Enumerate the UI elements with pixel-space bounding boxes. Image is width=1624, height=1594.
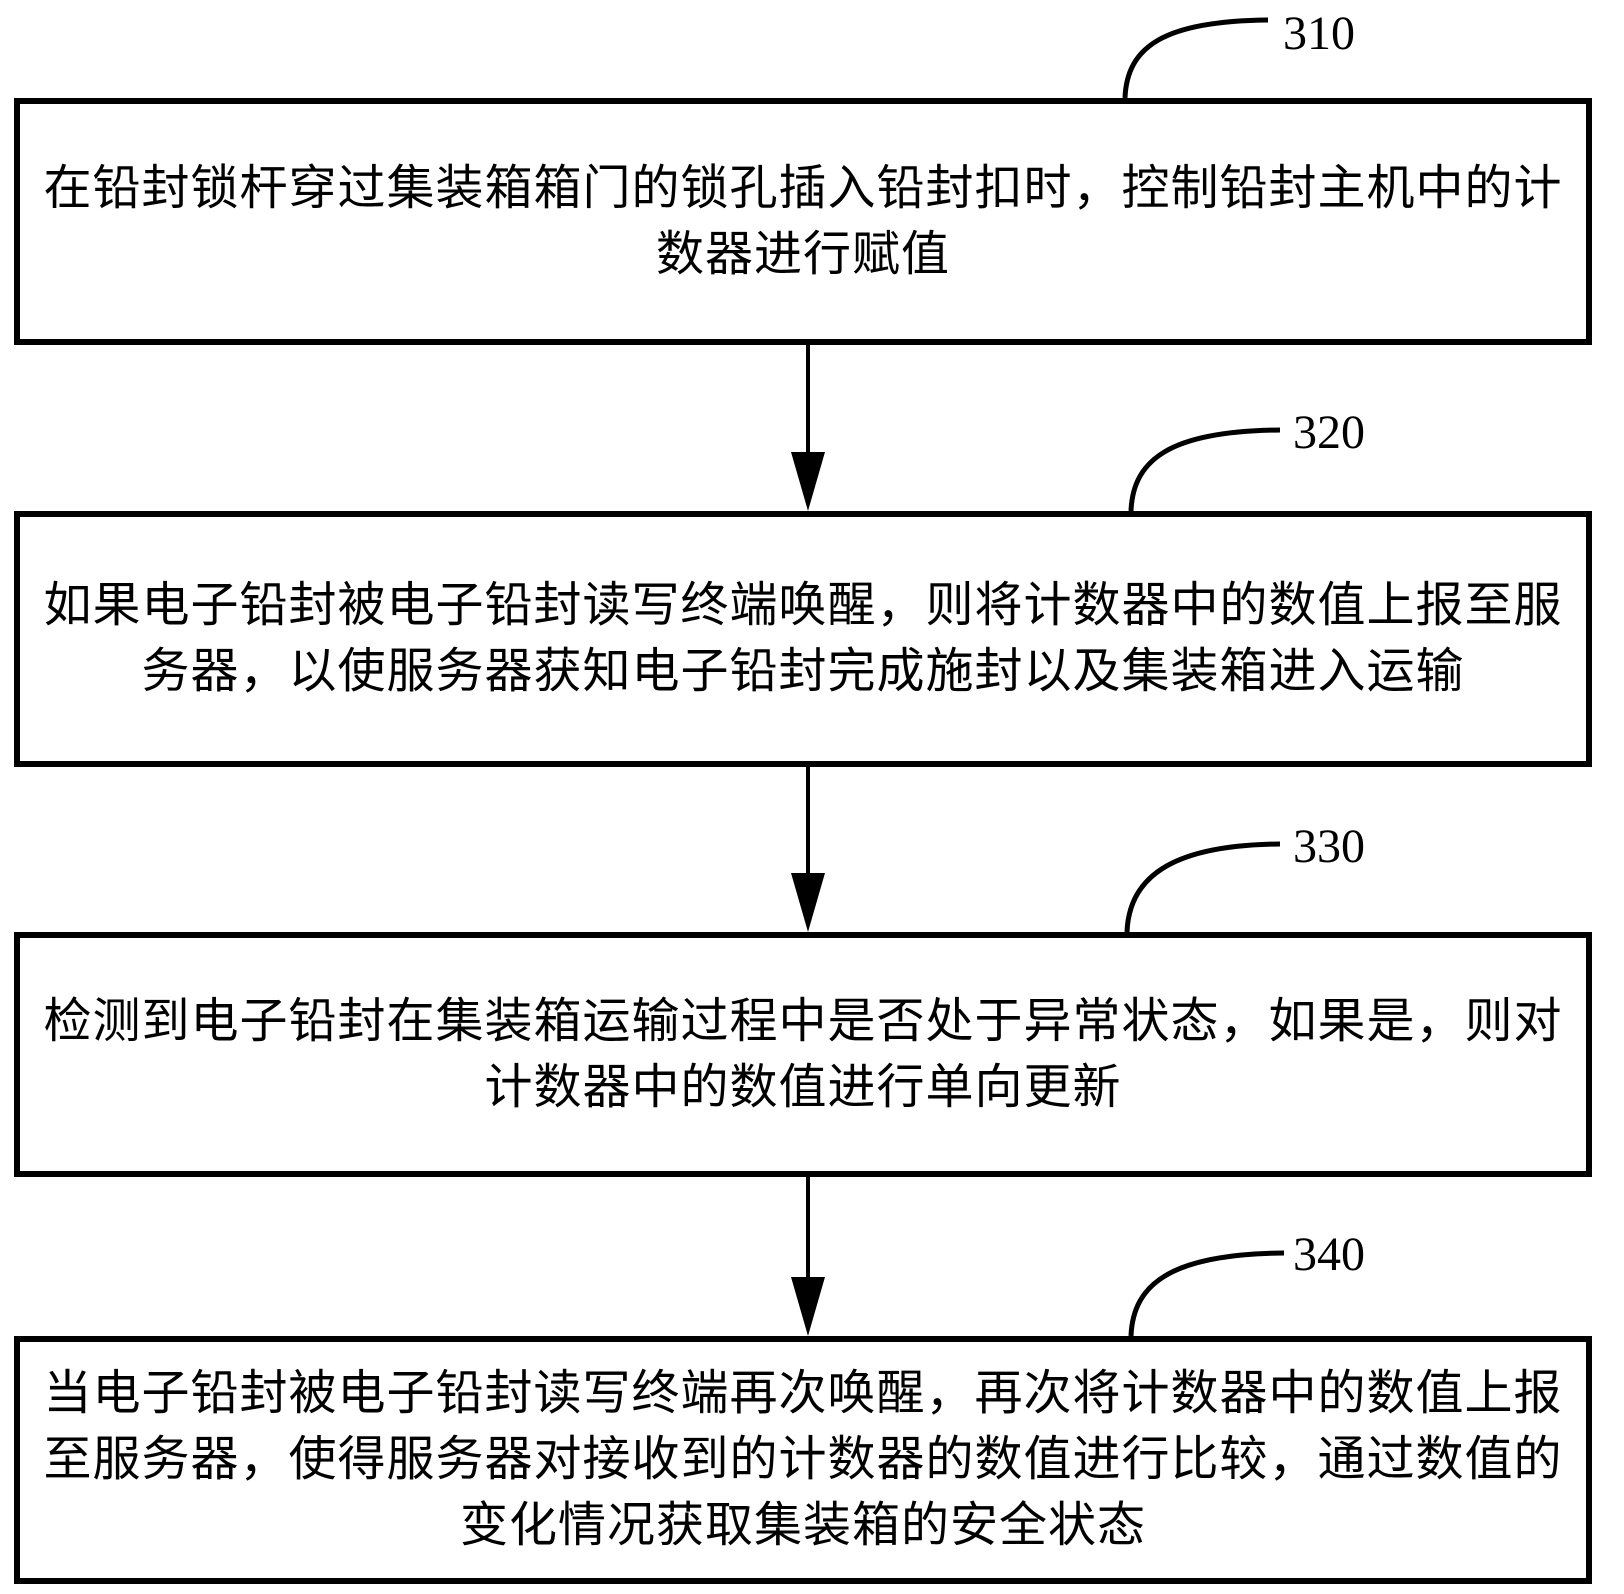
leader-line-330 [1124,841,1281,933]
flow-arrow-3 [791,1177,825,1336]
leader-line-340 [1128,1250,1285,1337]
step-text-310: 在铅封锁杆穿过集装箱箱门的锁孔插入铅封扣时，控制铅封主机中的计数器进行赋值 [43,161,1563,281]
step-box-330: 检测到电子铅封在集装箱运输过程中是否处于异常状态，如果是，则对计数器中的数值进行… [14,932,1592,1177]
leader-line-320 [1128,427,1281,512]
step-text-320: 如果电子铅封被电子铅封读写终端唤醒，则将计数器中的数值上报至服务器，以使服务器获… [43,579,1563,698]
flow-arrow-2 [791,767,825,932]
step-box-340: 当电子铅封被电子铅封读写终端再次唤醒，再次将计数器中的数值上报至服务器，使得服务… [14,1336,1592,1584]
step-text-340: 当电子铅封被电子铅封读写终端再次唤醒，再次将计数器中的数值上报至服务器，使得服务… [43,1367,1563,1552]
step-label-310: 310 [1283,7,1355,60]
step-box-310: 在铅封锁杆穿过集装箱箱门的锁孔插入铅封扣时，控制铅封主机中的计数器进行赋值 [14,98,1592,345]
step-label-320: 320 [1293,406,1365,459]
step-label-340: 340 [1293,1228,1365,1281]
leader-line-310 [1122,17,1269,99]
flow-arrow-1 [791,345,825,511]
step-label-330: 330 [1293,820,1365,873]
step-text-330: 检测到电子铅封在集装箱运输过程中是否处于异常状态，如果是，则对计数器中的数值进行… [43,994,1563,1114]
step-box-320: 如果电子铅封被电子铅封读写终端唤醒，则将计数器中的数值上报至服务器，以使服务器获… [14,511,1592,767]
